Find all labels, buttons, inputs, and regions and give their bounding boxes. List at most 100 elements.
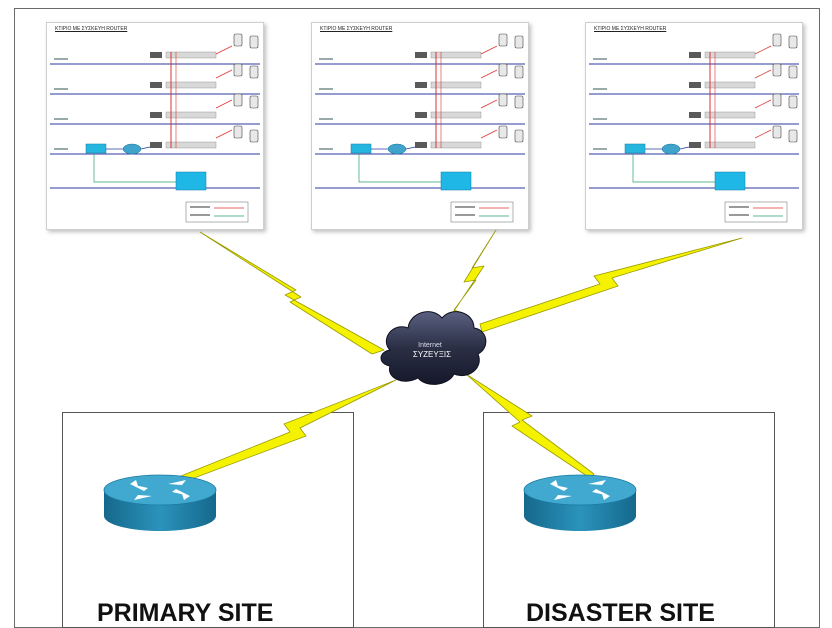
patch-panel [430,51,482,59]
primary-site-label: PRIMARY SITE [97,599,274,627]
switch-icon [150,142,162,148]
phone-link [215,99,233,109]
ip-phone-icon [772,33,782,47]
patch-panel [704,111,756,119]
ip-phone-icon [772,93,782,107]
patch-panel [430,81,482,89]
switch-icon [415,142,427,148]
panel-title: ΚΤΙΡΙΟ ΜΕ ΣΥΣΚΕΥΗ ROUTER [55,26,128,32]
switch-icon [689,112,701,118]
legend-text-mark [190,206,210,208]
switch-icon [150,52,162,58]
legend-text-mark [190,214,210,216]
ip-phone-icon [514,95,524,109]
legend-text-mark [729,214,749,216]
floor-label-mark [593,88,607,90]
floor-label-mark [319,148,333,150]
legend-text-mark [455,206,475,208]
patch-panel [165,141,217,149]
floor-label-mark [319,58,333,60]
router-link [140,146,151,150]
ip-phone-icon [514,35,524,49]
phone-link [215,45,233,55]
router-link [679,146,690,150]
panel-title: ΚΤΙΡΙΟ ΜΕ ΣΥΣΚΕΥΗ ROUTER [594,26,667,32]
floor-label-mark [593,118,607,120]
patch-panel [704,81,756,89]
phone-link [480,69,498,79]
patch-panel [165,81,217,89]
ip-phone-icon [249,65,259,79]
ip-phone-icon [249,35,259,49]
telco-link [93,153,176,183]
floor-label-mark [319,118,333,120]
legend-box [450,201,514,223]
switch-icon [689,82,701,88]
legend-box [724,201,788,223]
ip-phone-icon [498,33,508,47]
router-icon [103,474,217,531]
floor-label-mark [319,88,333,90]
floor-label-mark [54,148,68,150]
ip-phone-icon [788,129,798,143]
phone-link [480,99,498,109]
phone-link [754,129,772,139]
ip-phone-icon [514,129,524,143]
floor-label-mark [54,118,68,120]
ip-phone-icon [788,65,798,79]
phone-link [754,99,772,109]
floor-label-mark [593,58,607,60]
patch-panel [430,141,482,149]
phone-link [754,45,772,55]
patch-panel [165,111,217,119]
modem-icon [85,143,107,154]
patch-panel [430,111,482,119]
phone-link [215,69,233,79]
ip-phone-icon [249,95,259,109]
ip-phone-icon [233,125,243,139]
floor-label-mark [54,58,68,60]
phone-link [480,45,498,55]
patch-panel [704,141,756,149]
disaster-site-label: DISASTER SITE [526,599,715,627]
ip-phone-icon [249,129,259,143]
ip-phone-icon [514,65,524,79]
lightning-bolt-icon [479,237,743,333]
ip-phone-icon [788,95,798,109]
phone-link [480,129,498,139]
cloud-label-bottom: ΣΥΖΕΥΞΙΣ [413,350,451,359]
ip-phone-icon [772,63,782,77]
legend-box [185,201,249,223]
floor-label-mark [54,88,68,90]
ip-phone-icon [233,63,243,77]
switch-icon [150,112,162,118]
legend-text-mark [729,206,749,208]
switch-icon [415,52,427,58]
ip-phone-icon [498,63,508,77]
floor-label-mark [593,148,607,150]
lightning-bolt-icon [465,373,595,479]
ip-phone-icon [233,33,243,47]
switch-icon [415,112,427,118]
telco-link [358,153,441,183]
phone-link [754,69,772,79]
ip-phone-icon [498,93,508,107]
switch-icon [689,52,701,58]
ip-phone-icon [498,125,508,139]
lightning-bolt-icon [199,231,385,355]
patch-panel [704,51,756,59]
cloud-label-top: Internet [418,342,442,349]
cloud-icon: Internet ΣΥΖΕΥΞΙΣ [380,311,487,385]
legend-text-mark [455,214,475,216]
ip-phone-icon [788,35,798,49]
modem-icon [624,143,646,154]
ip-phone-icon [233,93,243,107]
telco-box [175,171,207,191]
router-icon [387,143,407,155]
router-link [405,146,416,150]
telco-box [440,171,472,191]
modem-icon [350,143,372,154]
router-icon [122,143,142,155]
